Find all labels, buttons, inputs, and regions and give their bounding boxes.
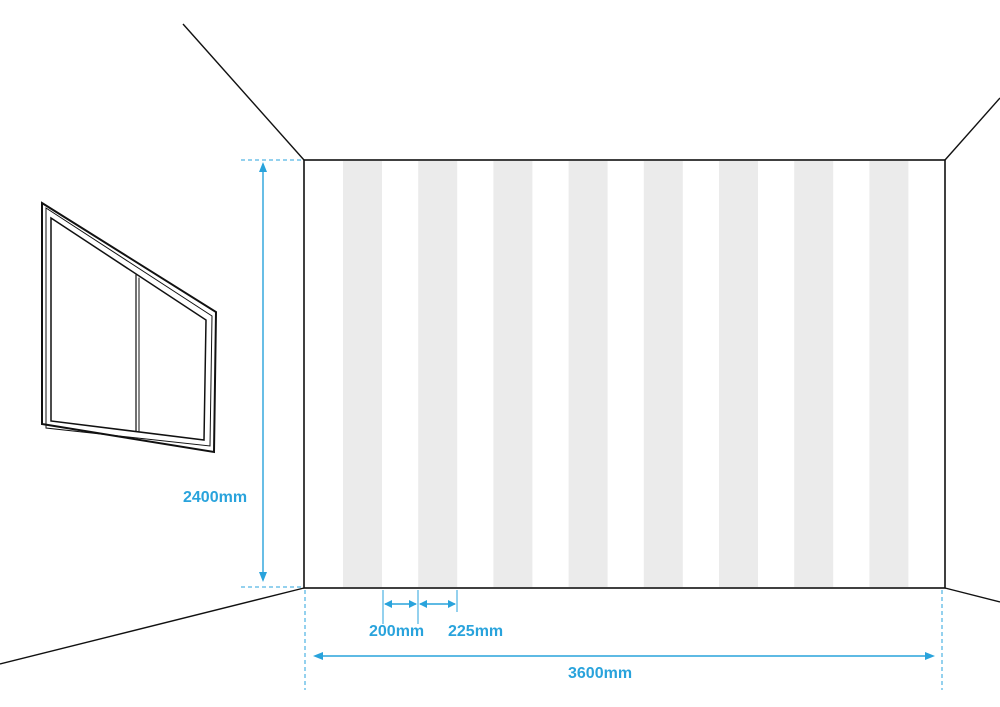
ceiling-line-right <box>944 97 1000 161</box>
width-arrow-left <box>313 652 323 660</box>
room-perspective-lines <box>0 23 1000 665</box>
window-frame-outer <box>41 201 218 454</box>
floor-line-left <box>0 587 305 665</box>
window-frame-outer-2 <box>45 207 213 447</box>
wallpaper-stripe <box>643 161 683 587</box>
height-dimension <box>241 159 304 588</box>
stripe-arrow-left <box>419 600 427 608</box>
ceiling-line-left <box>182 23 305 161</box>
stripe-dimensions <box>382 590 458 624</box>
width-dimension <box>304 590 943 690</box>
width-label: 3600mm <box>568 665 632 682</box>
window-frame-inner <box>50 216 207 441</box>
gap-label: 200mm <box>369 623 424 640</box>
back-wall <box>303 159 946 589</box>
wallpaper-stripe <box>493 161 533 587</box>
height-arrow-bottom <box>259 572 267 582</box>
floor-line-right <box>944 587 1000 603</box>
wall-outline <box>303 159 946 589</box>
gap-arrow-left <box>384 600 392 608</box>
stripe-arrow-right <box>448 600 456 608</box>
wallpaper-stripes <box>343 161 909 587</box>
height-label: 2400mm <box>183 489 247 506</box>
gap-arrow-right <box>409 600 417 608</box>
window-icon <box>41 201 218 454</box>
wallpaper-stripe <box>418 161 458 587</box>
width-arrow-right <box>925 652 935 660</box>
wall-surface <box>304 160 945 588</box>
wallpaper-stripe <box>719 161 758 587</box>
wallpaper-stripe <box>869 161 909 587</box>
height-arrow-top <box>259 162 267 172</box>
wallpaper-stripe <box>794 161 834 587</box>
wallpaper-stripe <box>343 161 382 587</box>
stripe-label: 225mm <box>448 623 503 640</box>
wallpaper-stripe <box>568 161 608 587</box>
